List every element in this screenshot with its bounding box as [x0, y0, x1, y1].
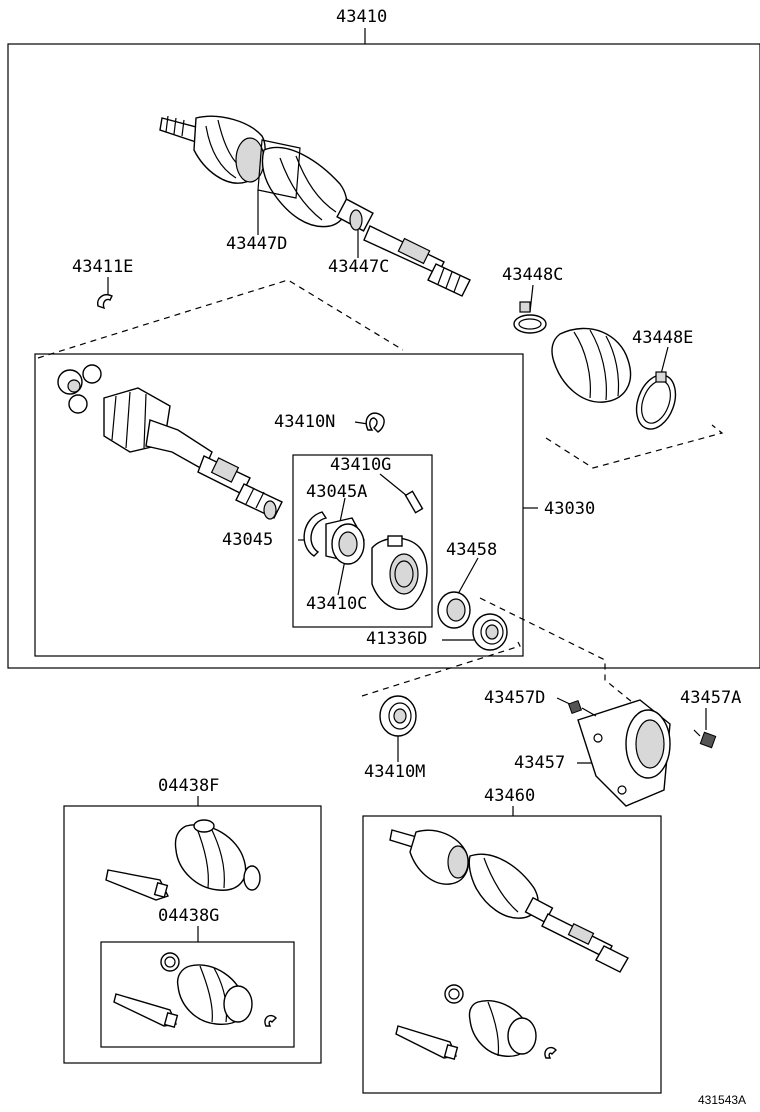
label-43410: 43410 [336, 7, 387, 27]
label-43410M: 43410M [364, 762, 425, 782]
snap-ring-43410N [365, 412, 385, 433]
label-43410C: 43410C [306, 594, 367, 614]
label-43457D: 43457D [484, 688, 545, 708]
label-43030: 43030 [544, 499, 595, 519]
boot-43448E [551, 327, 677, 430]
frame-inner-kit [292, 454, 433, 628]
seal-43410M [379, 695, 417, 737]
label-43410G: 43410G [330, 455, 391, 475]
frame-43410 [7, 43, 760, 669]
label-43457A: 43457A [680, 688, 741, 708]
label-43410N: 43410N [274, 412, 335, 432]
frame-04438F [63, 805, 322, 1064]
label-43045A: 43045A [306, 482, 367, 502]
label-43447D: 43447D [226, 234, 287, 254]
label-43448E: 43448E [632, 328, 693, 348]
label-43411E: 43411E [72, 257, 133, 277]
diagram-reference-number: 431543A [698, 1093, 746, 1107]
tripod-joint [57, 364, 102, 414]
frame-43030 [34, 353, 524, 657]
drive-shaft-assembly [159, 115, 471, 297]
bracket-43457 [577, 699, 671, 807]
clamp-43448C [513, 301, 547, 334]
inner-shaft-43030 [103, 387, 283, 520]
label-04438G: 04438G [158, 906, 219, 926]
ring-43045A [303, 511, 328, 557]
boot-kit-04438F [105, 819, 261, 901]
seal-41336D [472, 613, 508, 651]
label-04438F: 04438F [158, 776, 219, 796]
label-43457: 43457 [514, 753, 565, 773]
label-43458: 43458 [446, 540, 497, 560]
seal-43458 [437, 591, 471, 629]
bolt-43457D [567, 699, 597, 717]
boot-kit-43460 [395, 984, 557, 1060]
bearing-housing [371, 535, 428, 611]
label-43447C: 43447C [328, 257, 389, 277]
label-43448C: 43448C [502, 265, 563, 285]
label-43045: 43045 [222, 530, 273, 550]
bearing-43410C [325, 517, 365, 565]
pin-43410G [404, 490, 424, 514]
bolt-43457A [693, 729, 717, 749]
boot-kit-04438G [113, 952, 277, 1028]
clip-43411E [97, 294, 113, 310]
frame-43460 [362, 815, 662, 1094]
drive-shaft-43460 [389, 829, 629, 973]
label-41336D: 41336D [366, 629, 427, 649]
label-43460: 43460 [484, 786, 535, 806]
